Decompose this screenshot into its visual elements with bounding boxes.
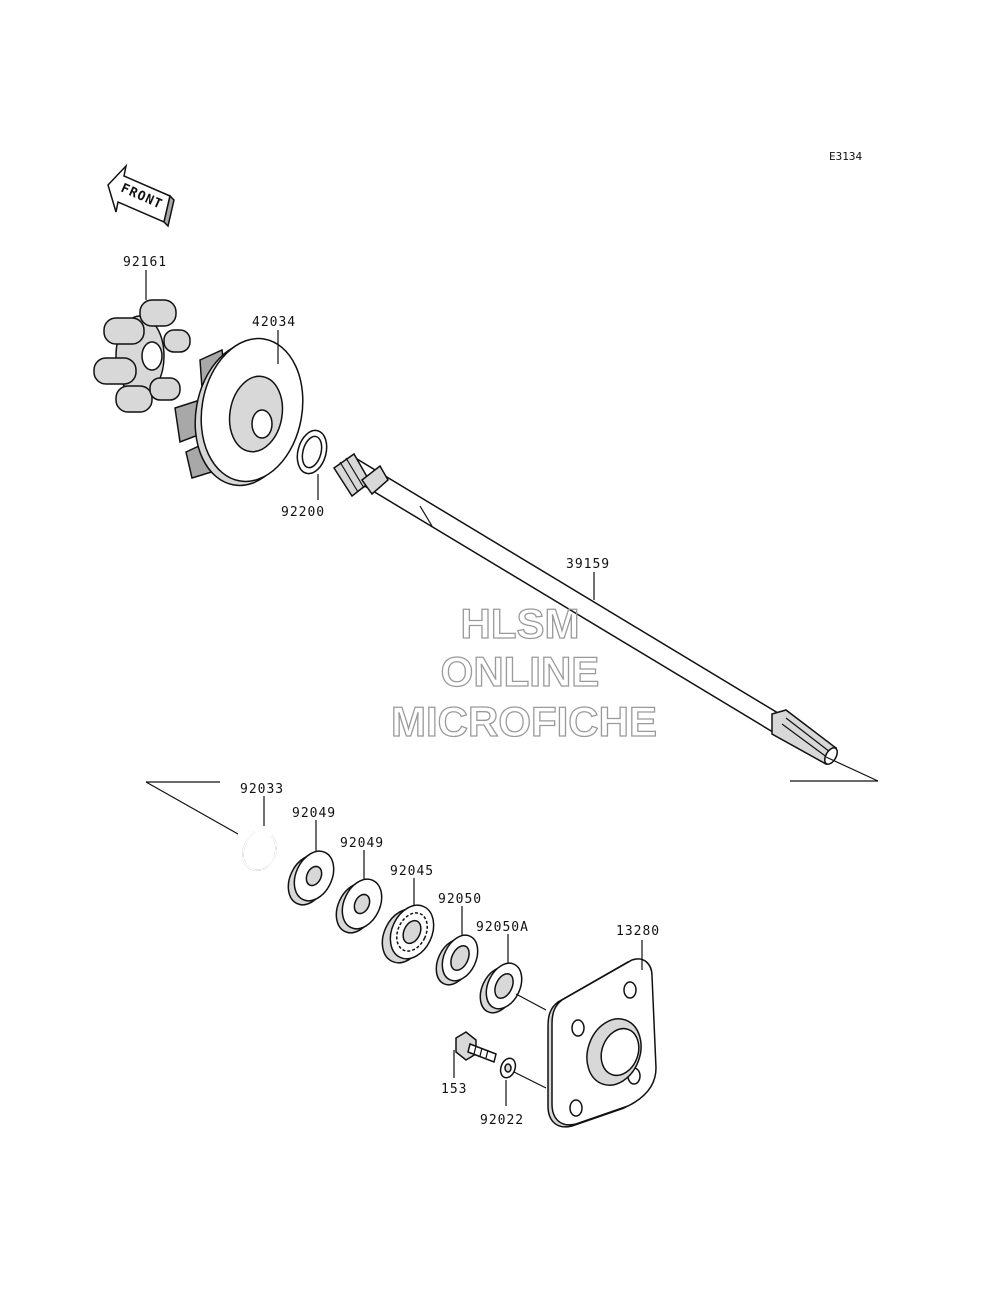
part-153-bolt (455, 1031, 497, 1064)
label-92049-b: 92049 (340, 836, 384, 851)
part-92049-spacer-b (335, 878, 383, 934)
label-153: 153 (441, 1082, 467, 1097)
part-39159-drive-shaft (332, 452, 838, 766)
label-39159: 39159 (566, 557, 610, 572)
part-42034-coupling (174, 337, 304, 487)
part-92161-damper (93, 299, 191, 413)
label-92200: 92200 (281, 505, 325, 520)
label-92050: 92050 (438, 892, 482, 907)
label-13280: 13280 (616, 924, 660, 939)
watermark-line-2: ONLINE (441, 648, 600, 695)
part-92200-washer (296, 429, 328, 475)
diagram-code: E3134 (829, 150, 862, 163)
label-92022: 92022 (480, 1113, 524, 1128)
label-42034: 42034 (252, 315, 296, 330)
label-92033: 92033 (240, 782, 284, 797)
part-13280-housing (547, 958, 657, 1128)
label-92161: 92161 (123, 255, 167, 270)
part-92050-oil-seal (435, 934, 479, 986)
front-arrow-icon: FRONT (107, 163, 175, 228)
part-92045-bearing (381, 904, 435, 964)
label-92050A: 92050A (476, 920, 529, 935)
watermark-line-3: MICROFICHE (391, 698, 657, 745)
part-92050A-oil-seal (479, 962, 523, 1014)
label-92049-a: 92049 (292, 806, 336, 821)
part-92022-washer (499, 1057, 517, 1079)
watermark-line-1: HLSM (461, 600, 580, 647)
part-92049-spacer-a (287, 850, 335, 906)
part-92033-circlip (242, 831, 277, 871)
label-92045: 92045 (390, 864, 434, 879)
